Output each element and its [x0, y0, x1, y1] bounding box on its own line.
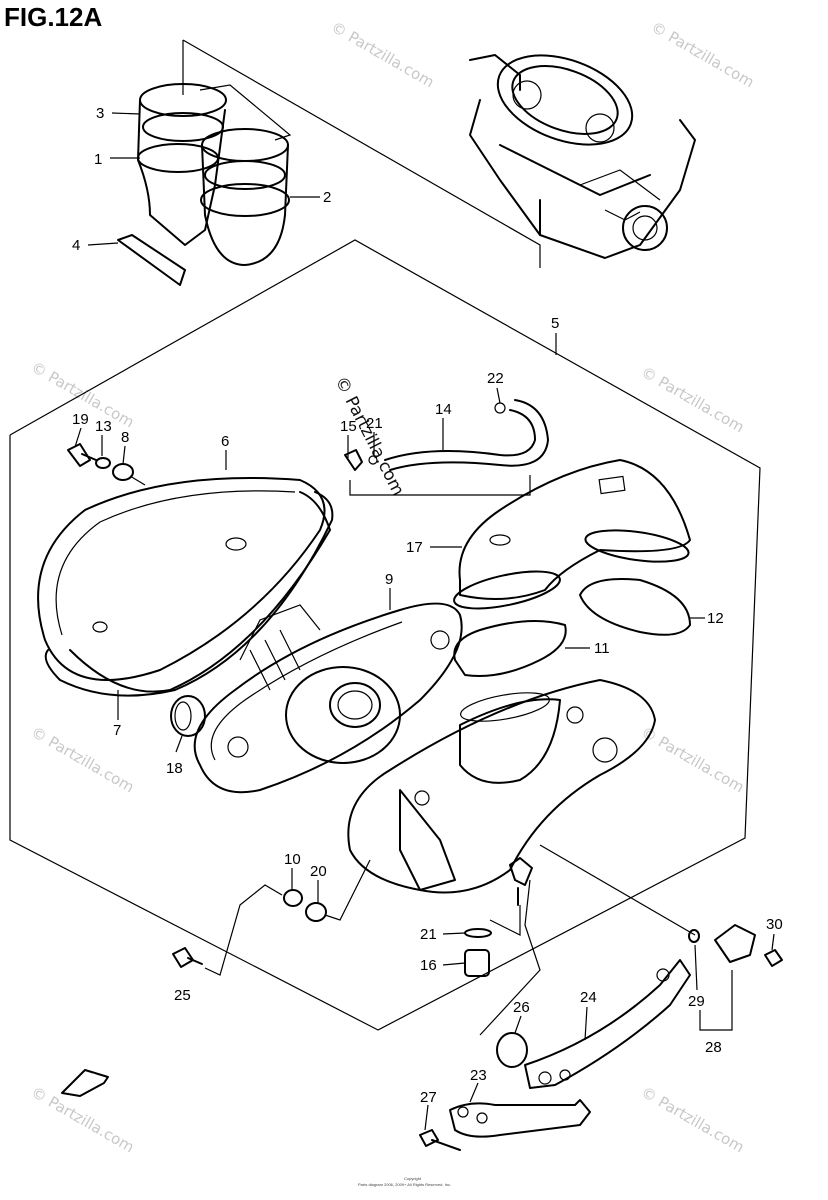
callout-12: 12	[707, 610, 724, 627]
grommet-bolt-set-lower	[172, 859, 371, 976]
figure-title: FIG.12A	[4, 2, 103, 32]
filter-element	[193, 602, 463, 794]
callout-30: 30	[766, 916, 783, 933]
gasket-ring	[44, 491, 334, 697]
callout-2: 2	[323, 189, 331, 206]
copyright-label: Copyright	[404, 1176, 422, 1181]
watermark-text: © Partzilla.com	[328, 18, 437, 91]
callout-4: 4	[72, 237, 80, 254]
watermark-text: © Partzilla.com	[638, 1083, 747, 1156]
breather-hose	[344, 399, 549, 496]
forward-arrow: FWD	[61, 1069, 109, 1097]
callout-16: 16	[420, 957, 437, 974]
bolt-washer-set-top	[67, 443, 146, 486]
callout-11: 11	[594, 640, 610, 657]
callout-29: 29	[688, 993, 705, 1010]
callout-7: 7	[113, 722, 121, 739]
leader-lines	[74, 112, 775, 1131]
callout-10: 10	[284, 851, 301, 868]
watermark-text: © Partzilla.com	[638, 363, 747, 436]
watermark-text: © Partzilla.com	[638, 723, 747, 796]
callout-28: 28	[705, 1039, 722, 1056]
callout-3: 3	[96, 105, 104, 122]
footer-text: Parts diagram 2006, 2009+ All Rights Res…	[358, 1182, 451, 1187]
outlet-duct	[453, 459, 691, 610]
callout-9: 9	[385, 571, 393, 588]
callout-labels: 1 2 3 4 5 6 7 8 9 10 11 12 13 14 15 16 1…	[72, 105, 783, 1106]
bracket-outline	[182, 39, 541, 268]
air-cleaner-case	[347, 679, 656, 894]
callout-27: 27	[420, 1089, 437, 1106]
assembly-outline	[9, 239, 761, 1031]
carburetor-assembly	[469, 54, 696, 259]
seal-12	[579, 578, 691, 636]
grommet-18	[170, 695, 206, 737]
callout-19: 19	[72, 411, 89, 428]
mounting-brackets	[419, 879, 691, 1151]
intake-boot-assembly	[117, 83, 292, 286]
callout-24: 24	[580, 989, 597, 1006]
watermark-text: © Partzilla.com	[648, 18, 757, 91]
callout-23: 23	[470, 1067, 487, 1084]
callout-1: 1	[94, 151, 102, 168]
callout-5: 5	[551, 315, 559, 332]
callout-8: 8	[121, 429, 129, 446]
callout-13: 13	[95, 418, 112, 435]
callout-21-lower: 21	[420, 926, 437, 943]
watermark-text-center: © Partzilla.com	[331, 373, 408, 499]
callout-15: 15	[340, 418, 357, 435]
callout-22: 22	[487, 370, 504, 387]
callout-14: 14	[435, 401, 452, 418]
callout-25: 25	[174, 987, 191, 1004]
callout-18: 18	[166, 760, 183, 777]
fastener-set-right	[539, 844, 783, 1031]
drain-plug	[464, 857, 533, 977]
callout-21-upper: 21	[366, 415, 383, 432]
callout-20: 20	[310, 863, 327, 880]
seal-11	[453, 620, 567, 677]
air-cleaner-cover	[37, 477, 331, 693]
callout-26: 26	[513, 999, 530, 1016]
callout-17: 17	[406, 539, 423, 556]
callout-6: 6	[221, 433, 229, 450]
